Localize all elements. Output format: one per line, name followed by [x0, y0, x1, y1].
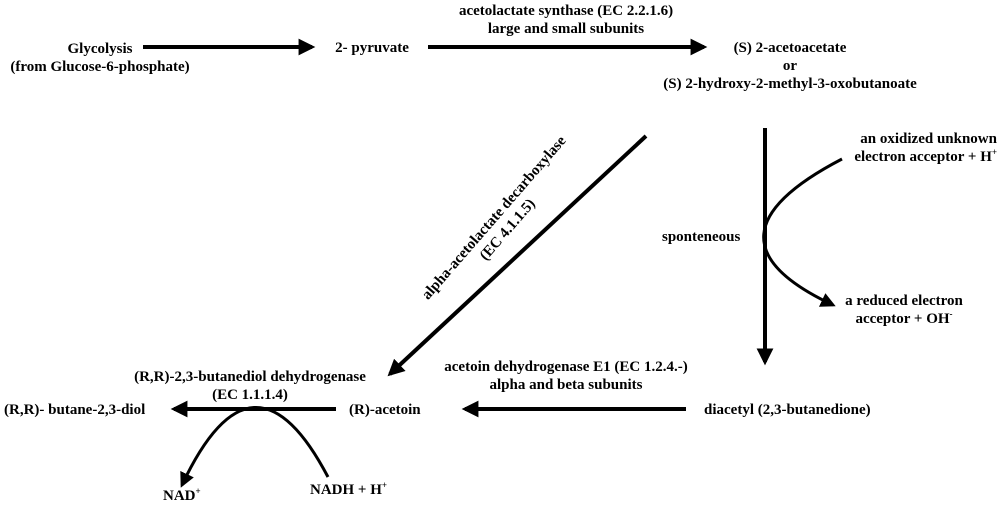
superscript-plus: + [991, 147, 997, 157]
arrow-nadh-to-nad-curve [180, 406, 330, 488]
label-nadh: NADH + H+ [310, 481, 387, 499]
label-spontaneous: sponteneous [662, 229, 741, 245]
node-acetoin: (R)-acetoin [349, 402, 421, 418]
node-pyruvate: 2- pyruvate [335, 40, 409, 56]
node-butanediol: (R,R)- butane-2,3-diol [4, 402, 146, 418]
label-reduced-acceptor-line2: acceptor + OH- [845, 310, 963, 328]
arrow-electron-acceptor-curve [762, 157, 843, 307]
enzyme-acetoin-dehydrogenase-line1: acetoin dehydrogenase E1 (EC 1.2.4.-) [444, 359, 688, 375]
enzyme-acetolactate-synthase: acetolactate synthase (EC 2.2.1.6) large… [459, 2, 673, 38]
label-oxidized-acceptor-line2: electron acceptor + H+ [854, 148, 997, 166]
label-reduced-acceptor-text: acceptor + OH [855, 311, 950, 327]
label-reduced-acceptor-line1: a reduced electron [845, 293, 963, 309]
superscript-minus: - [949, 309, 953, 319]
node-glycolysis-line1: Glycolysis [67, 41, 133, 57]
enzyme-acetolactate-synthase-line1: acetolactate synthase (EC 2.2.1.6) [458, 3, 674, 19]
superscript-plus: + [195, 486, 201, 496]
node-acetolactate-line1: (S) 2-acetoacetate [733, 40, 847, 56]
arrow-acetolactate-to-acetoin [387, 134, 648, 377]
label-nad-text: NAD [163, 488, 196, 504]
node-acetolactate-line3: (S) 2-hydroxy-2-methyl-3-oxobutanoate [663, 76, 917, 92]
node-acetolactate: (S) 2-acetoacetate or (S) 2-hydroxy-2-me… [663, 39, 916, 93]
enzyme-butanediol-dehydrogenase-line1: (R,R)-2,3-butanediol dehydrogenase [134, 369, 366, 385]
enzyme-acetoin-dehydrogenase-line2: alpha and beta subunits [489, 377, 643, 393]
label-reduced-acceptor: a reduced electron acceptor + OH- [845, 292, 963, 328]
enzyme-acetoin-dehydrogenase: acetoin dehydrogenase E1 (EC 1.2.4.-) al… [444, 358, 687, 394]
node-acetolactate-line2: or [782, 58, 798, 74]
label-oxidized-acceptor-text: electron acceptor + H [854, 149, 992, 165]
label-nadh-text: NADH + H [310, 482, 382, 498]
enzyme-acetolactate-synthase-line2: large and small subunits [487, 21, 645, 37]
superscript-plus: + [381, 480, 388, 490]
label-oxidized-acceptor-line1: an oxidized unknown [860, 131, 997, 147]
node-glycolysis-line2: (from Glucose-6-phosphate) [10, 59, 190, 75]
enzyme-butanediol-dehydrogenase-line2: (EC 1.1.1.4) [212, 387, 288, 403]
node-glycolysis: Glycolysis (from Glucose-6-phosphate) [10, 40, 189, 76]
label-oxidized-acceptor: an oxidized unknown electron acceptor + … [854, 130, 997, 166]
label-nad: NAD+ [163, 487, 201, 505]
enzyme-butanediol-dehydrogenase: (R,R)-2,3-butanediol dehydrogenase (EC 1… [134, 368, 366, 404]
node-diacetyl: diacetyl (2,3-butanedione) [704, 402, 871, 418]
